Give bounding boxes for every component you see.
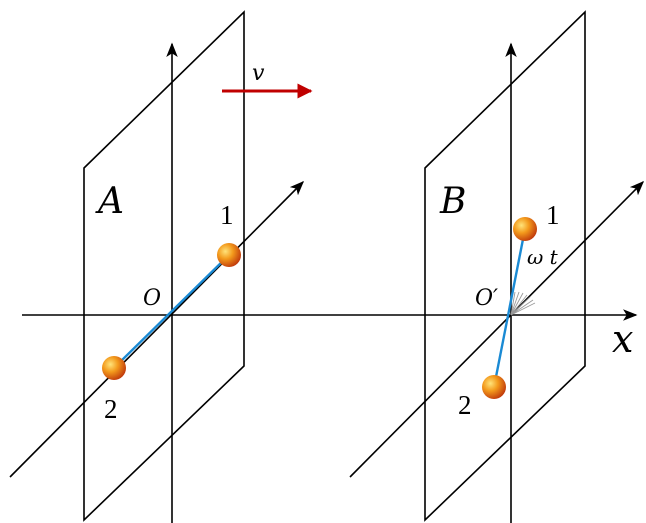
ball-2-b	[482, 375, 506, 399]
ball-2-a-label: 2	[104, 394, 118, 424]
rod-b	[492, 228, 527, 388]
ball-2-b-label: 2	[458, 390, 472, 420]
origin-a-label: O	[143, 286, 161, 311]
origin-b-label: O′	[475, 286, 498, 311]
frame-b-label: B	[439, 181, 466, 222]
angle-label: ω t	[527, 245, 559, 269]
ball-1-b-label: 1	[546, 200, 560, 230]
depth-axis-a	[9, 180, 305, 478]
frame-a: A O 1 2	[9, 10, 305, 523]
depth-axis-b	[349, 180, 645, 478]
velocity-label: v	[252, 61, 265, 86]
frame-b: B O′ ω t 1 2	[349, 10, 645, 523]
ball-1-a-label: 1	[220, 200, 234, 230]
ball-1-b	[513, 217, 537, 241]
rod-a	[113, 254, 230, 369]
plane-b	[424, 10, 586, 522]
frame-a-label: A	[95, 181, 124, 222]
x-axis-label: x	[612, 317, 633, 361]
ball-2-a	[102, 356, 126, 380]
angle-hatch	[510, 291, 536, 316]
ball-1-a	[217, 243, 241, 267]
